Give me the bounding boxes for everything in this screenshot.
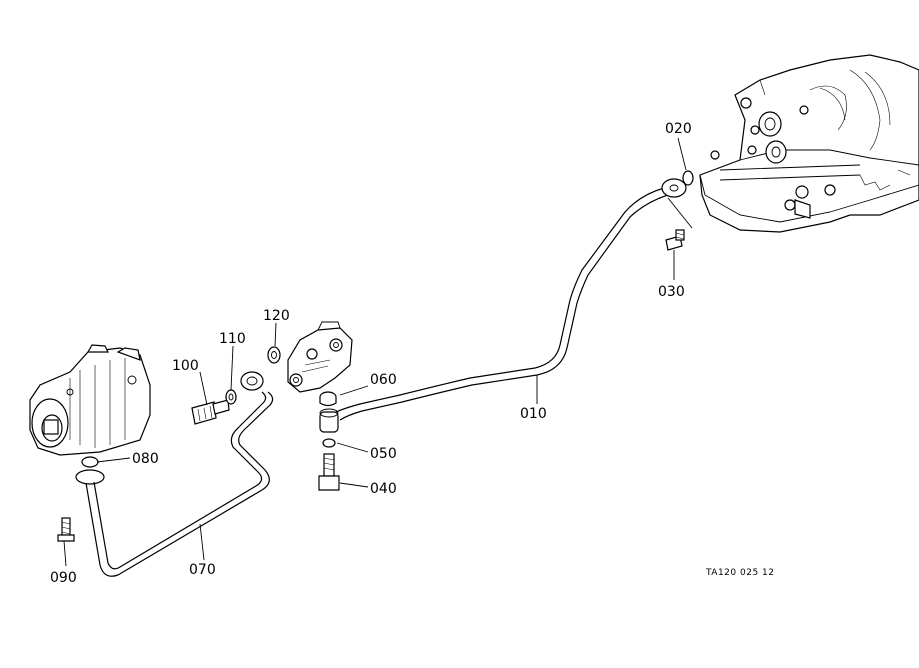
hydraulic-pump [29, 344, 151, 456]
callout-010: 010 [520, 406, 547, 422]
callout-030: 030 [658, 284, 685, 300]
washer-050 [322, 438, 336, 448]
bolt-090 [57, 517, 75, 542]
bolt-040 [318, 453, 340, 491]
banjo-fitting-070 [240, 371, 264, 391]
leader-lines [63, 137, 693, 567]
callout-060: 060 [370, 372, 397, 388]
valve-block [287, 321, 353, 393]
o-ring-020 [682, 170, 694, 186]
callout-120: 120 [263, 308, 290, 324]
callout-040: 040 [370, 481, 397, 497]
pipe-070 [85, 391, 274, 577]
pipe-010 [335, 187, 669, 421]
o-ring-080 [81, 456, 99, 468]
callout-100: 100 [172, 358, 199, 374]
banjo-fitting-010 [319, 408, 339, 433]
callout-080: 080 [132, 451, 159, 467]
callout-020: 020 [665, 121, 692, 137]
washer-110 [225, 389, 237, 405]
banjo-bolt-100 [191, 399, 230, 425]
callout-070: 070 [189, 562, 216, 578]
callout-110: 110 [219, 331, 246, 347]
transmission-housing [699, 54, 919, 233]
diagram-reference-code: TA120 025 12 [705, 568, 775, 578]
pipe-flange-upper [661, 178, 687, 198]
washer-120 [267, 346, 281, 364]
bolt-030 [665, 229, 685, 251]
pipe-flange-lower [75, 469, 105, 485]
callout-050: 050 [370, 446, 397, 462]
nut-060 [319, 391, 337, 407]
callout-090: 090 [50, 570, 77, 586]
